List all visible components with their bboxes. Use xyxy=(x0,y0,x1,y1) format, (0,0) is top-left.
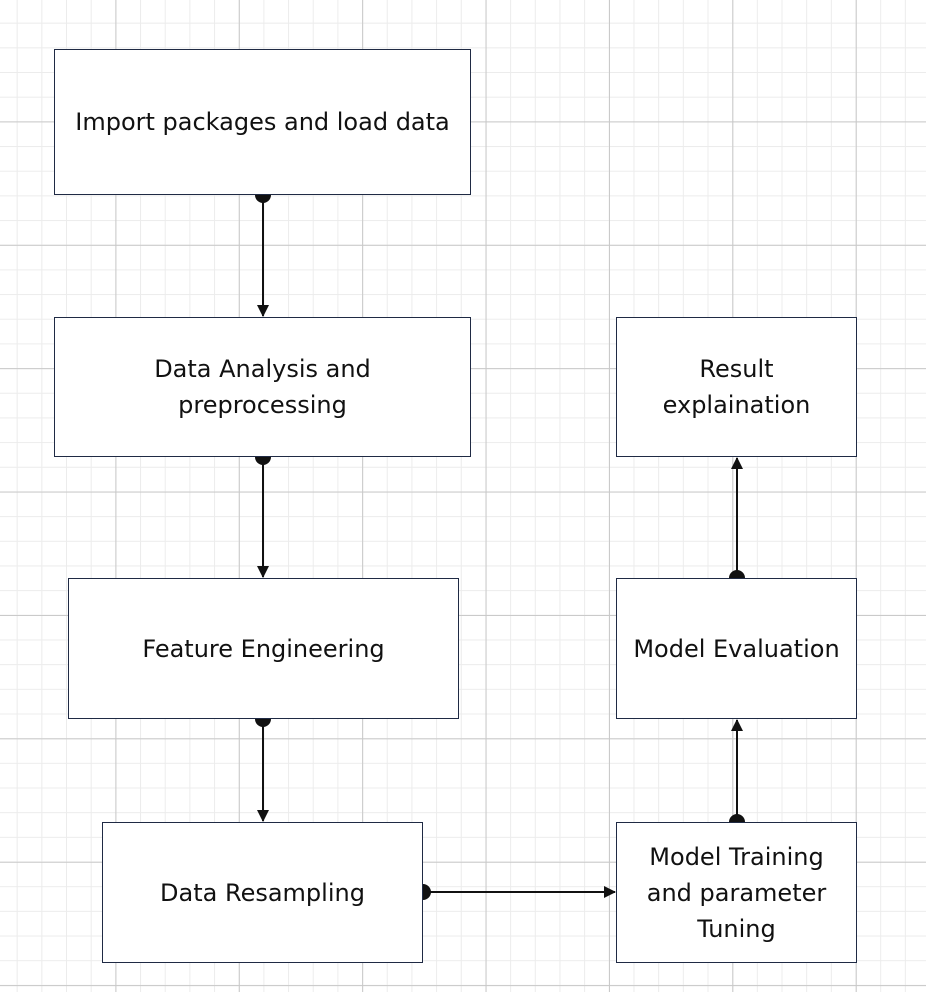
node-label: Model Evaluation xyxy=(633,634,840,663)
node-feature-engineering[interactable]: Feature Engineering xyxy=(68,578,459,719)
node-label: Data Resampling xyxy=(160,878,365,907)
node-model-evaluation[interactable]: Model Evaluation xyxy=(616,578,857,719)
node-model-training[interactable]: Model Training and parameter Tuning xyxy=(616,822,857,963)
node-label: Feature Engineering xyxy=(142,634,385,663)
edge-training-to-eval xyxy=(729,719,745,830)
node-label: Model Training and parameter Tuning xyxy=(646,842,827,943)
node-label: Data Analysis and preprocessing xyxy=(154,355,371,419)
edge-resample-to-training xyxy=(415,884,616,900)
edge-eval-to-result xyxy=(729,457,745,586)
node-result-explanation[interactable]: Result explaination xyxy=(616,317,857,457)
node-import-packages[interactable]: Import packages and load data xyxy=(54,49,471,195)
edge-import-to-analysis xyxy=(255,187,271,317)
edge-feature-to-resample xyxy=(255,711,271,822)
node-label: Import packages and load data xyxy=(75,108,450,136)
edge-analysis-to-feature xyxy=(255,449,271,578)
node-data-resampling[interactable]: Data Resampling xyxy=(102,822,423,963)
node-data-analysis[interactable]: Data Analysis and preprocessing xyxy=(54,317,471,457)
node-label: Result explaination xyxy=(662,355,811,419)
